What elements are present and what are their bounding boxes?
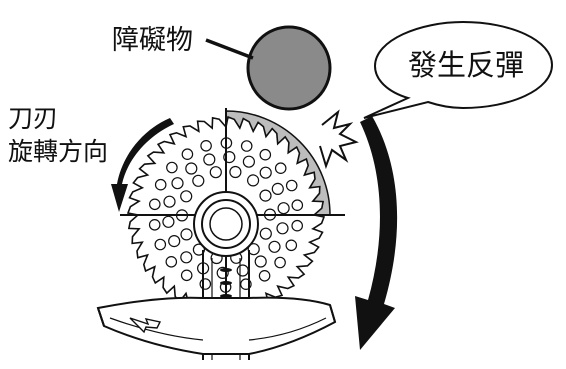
obstacle-leader-line [205,38,254,60]
blade-hole [247,243,260,256]
obstacle-ball [246,25,332,111]
blade-hole [180,269,193,282]
blade-hole [163,195,176,208]
blade-hole [259,189,272,202]
blade-hub [193,191,259,257]
blade-hole [276,222,289,235]
rotation-label-line1: 刀刃 [8,104,58,133]
blade-hole [258,269,271,282]
blade-hole [168,235,181,248]
blade-hole [180,190,193,203]
blade-hole [259,166,272,179]
blade-hole [162,215,175,228]
blade-hole [216,266,229,279]
blade-hole [271,182,284,195]
blade-hole [291,199,304,211]
blade-hole [254,255,267,268]
blade-hole [166,161,178,174]
blade-hole [171,177,184,190]
blade-hole [291,219,303,232]
blade-hole [240,140,253,152]
blade-hole [149,198,161,211]
blade-hole [274,162,287,174]
blade-hole [185,162,198,175]
blade-hole [203,153,216,166]
obstacle-label: 障礙物 [112,25,193,56]
blade-hole [259,227,272,240]
kickback-arrow-body [355,116,398,350]
blade-guard [96,296,337,355]
rotation-arrow-body [111,118,174,212]
blade-hole [285,179,298,192]
blade-hole [192,243,205,256]
blade-hole [247,174,260,187]
blade-hole [285,239,298,252]
guard-arrow-icon [129,317,162,334]
blade-hole [200,140,212,152]
blade-hole [229,165,242,179]
blade-hole [181,148,194,160]
blade-hole [268,240,281,253]
impact-burst-icon [319,109,359,170]
blade-hole [154,178,167,191]
kickback-speech-bubble [363,20,554,119]
blade-hole [274,256,286,269]
blade-hole [209,166,222,179]
blade-hole [192,174,205,187]
blade-hole [223,151,236,164]
blade-hole [180,251,193,264]
blade-hole [199,278,212,290]
blade-hole [240,278,252,290]
blade-hole [277,202,290,215]
blade-hole [165,255,178,268]
blade-hole [148,219,161,231]
blade-hole [242,155,255,168]
rotation-label-line2: 旋轉方向 [8,137,108,166]
blade-hole [180,228,193,241]
blade-hole [154,238,167,251]
kickback-label: 發生反彈 [408,48,524,82]
blade-hole [259,148,272,161]
